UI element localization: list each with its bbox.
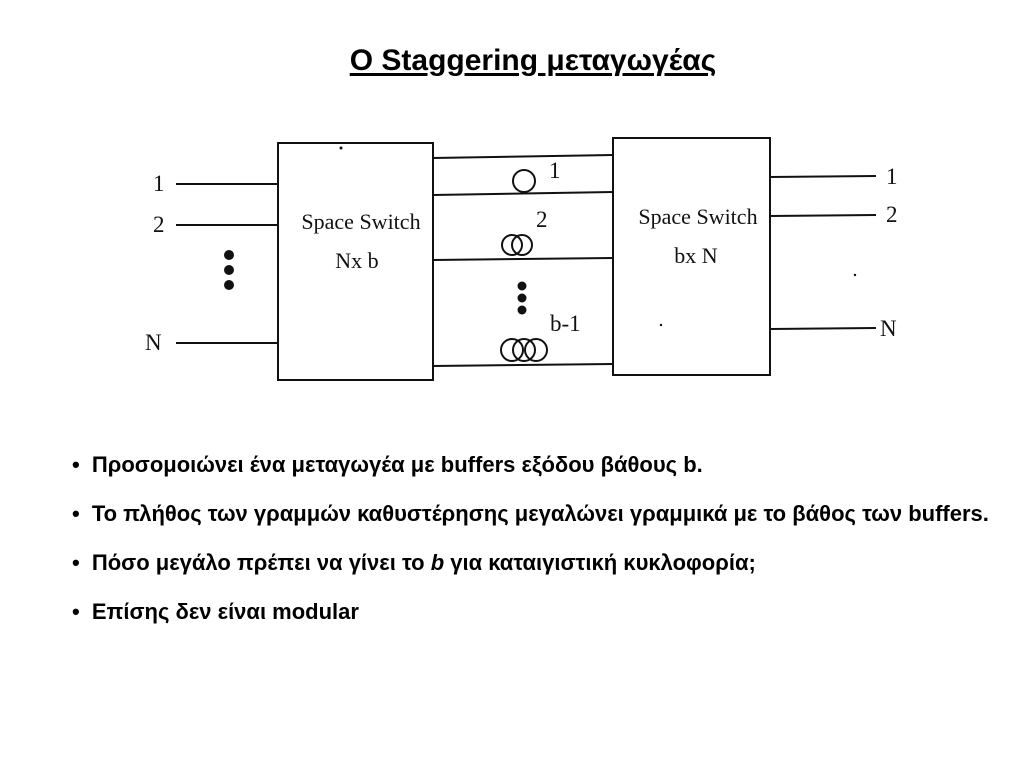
- delay-label-b-1: b-1: [550, 311, 581, 336]
- delay-line-b-1: [432, 363, 614, 367]
- output-line-2: [769, 214, 877, 217]
- scan-speck: [853, 273, 857, 277]
- left-switch-size: Nx b: [335, 248, 378, 273]
- input-ellipsis-dots: [224, 250, 234, 290]
- delay-label-2: 2: [536, 207, 548, 232]
- bullet-item: Πόσο μεγάλο πρέπει να γίνει το b για κατ…: [72, 546, 1002, 580]
- bullet-list: Προσομοιώνει ένα μεταγωγέα με buffers εξ…: [72, 448, 1002, 644]
- delay-coil-2: [501, 234, 533, 256]
- input-label-1: 1: [153, 171, 165, 196]
- input-label-2: 2: [153, 212, 165, 237]
- left-switch-title: Space Switch: [301, 209, 420, 234]
- output-label-1: 1: [886, 164, 898, 189]
- output-line-n: [769, 327, 877, 330]
- bullet-text-end: για καταιγιστική κυκλοφορία;: [444, 550, 756, 575]
- bullet-item: Επίσης δεν είναι modular: [72, 595, 1002, 629]
- bullet-text-emphasis: b: [430, 550, 445, 575]
- right-switch-box: [612, 137, 771, 376]
- delay-label-1: 1: [549, 158, 561, 183]
- bullet-text: Προσομοιώνει ένα μεταγωγέα με buffers εξ…: [91, 452, 703, 477]
- left-switch-box: [277, 142, 434, 381]
- scan-speck: [339, 146, 343, 150]
- output-label-2: 2: [886, 202, 898, 227]
- page-title: Ο Staggering μεταγωγέας: [349, 44, 717, 77]
- delay-coil-1: [512, 169, 536, 193]
- right-switch-title: Space Switch: [638, 204, 757, 229]
- bullet-item: Προσομοιώνει ένα μεταγωγέα με buffers εξ…: [72, 448, 1002, 482]
- bullet-text-start: Πόσο μεγάλο πρέπει να γίνει το: [91, 550, 431, 575]
- input-label-n: N: [145, 330, 162, 355]
- delay-line-2: [432, 257, 614, 261]
- delay-ellipsis-dots: [517, 281, 527, 315]
- bullet-item: Το πλήθος των γραμμών καθυστέρησης μεγαλ…: [72, 497, 1002, 531]
- scan-speck: [659, 323, 663, 327]
- delay-line-1: [432, 191, 614, 196]
- bullet-text: Το πλήθος των γραμμών καθυστέρησης μεγαλ…: [91, 501, 989, 526]
- bullet-text: Επίσης δεν είναι modular: [91, 599, 359, 624]
- right-switch-size: bx N: [674, 243, 718, 268]
- output-line-1: [769, 175, 877, 178]
- delay-coil-b-1: [500, 338, 548, 362]
- staggering-switch-diagram: 1 2 N Space Switch Nx b Space Switch bx …: [145, 137, 898, 381]
- output-label-n: N: [880, 316, 897, 341]
- delay-line-0: [432, 154, 614, 159]
